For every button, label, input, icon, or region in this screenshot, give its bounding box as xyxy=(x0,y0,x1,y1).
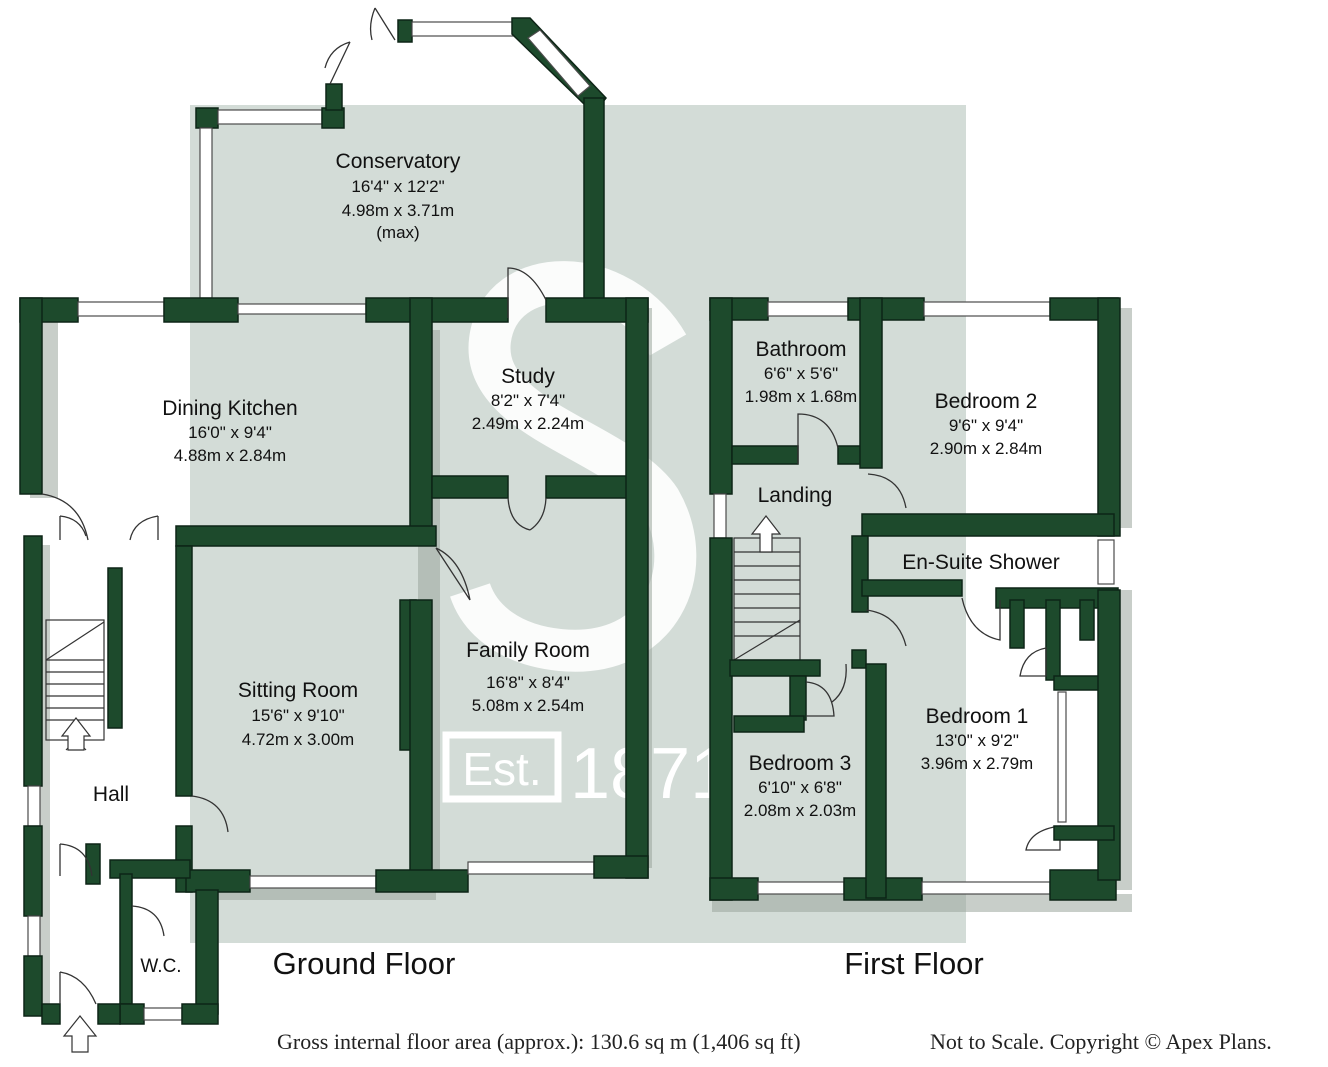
copyright-note: Not to Scale. Copyright © Apex Plans. xyxy=(930,1029,1272,1054)
room-dim-imperial: 8'2" x 7'4" xyxy=(491,391,565,410)
first-floor-label: First Floor xyxy=(844,946,984,981)
room-family-room: Family Room 16'8" x 8'4" 5.08m x 2.54m xyxy=(466,639,590,715)
room-wc: W.C. xyxy=(140,956,181,977)
room-dim-imperial: 9'6" x 9'4" xyxy=(949,416,1023,435)
room-name: Family Room xyxy=(466,639,590,662)
room-dim-imperial: 16'8" x 8'4" xyxy=(486,673,570,692)
room-dim-metric: 5.08m x 2.54m xyxy=(472,696,584,715)
room-dim-imperial: 6'10" x 6'8" xyxy=(758,778,842,797)
room-sitting-room: Sitting Room 15'6" x 9'10" 4.72m x 3.00m xyxy=(238,679,358,749)
room-bedroom-3: Bedroom 3 6'10" x 6'8" 2.08m x 2.03m xyxy=(744,752,856,820)
room-name: Bedroom 3 xyxy=(749,752,852,775)
room-name: Bedroom 1 xyxy=(926,705,1029,728)
room-dim-imperial: 15'6" x 9'10" xyxy=(251,706,344,725)
room-dim-metric: 3.96m x 2.79m xyxy=(921,754,1033,773)
room-dim-imperial: 13'0" x 9'2" xyxy=(935,731,1019,750)
room-hall: Hall xyxy=(93,783,129,806)
room-dim-note: (max) xyxy=(376,223,419,242)
room-name: Landing xyxy=(758,484,833,507)
room-conservatory: Conservatory 16'4" x 12'2" 4.98m x 3.71m… xyxy=(336,150,461,242)
room-dim-metric: 1.98m x 1.68m xyxy=(745,387,857,406)
room-landing: Landing xyxy=(758,484,833,507)
room-name: Bathroom xyxy=(755,338,846,361)
room-dim-metric: 2.08m x 2.03m xyxy=(744,801,856,820)
room-name: Sitting Room xyxy=(238,679,358,702)
watermark-est-box xyxy=(442,731,562,803)
ground-floor: Conservatory 16'4" x 12'2" 4.98m x 3.71m… xyxy=(19,7,652,1053)
watermark: Est. 1871 xyxy=(190,105,966,943)
room-dim-metric: 4.72m x 3.00m xyxy=(242,730,354,749)
room-dim-imperial: 6'6" x 5'6" xyxy=(764,364,838,383)
floor-area-note: Gross internal floor area (approx.): 130… xyxy=(277,1029,801,1054)
room-name: En-Suite Shower xyxy=(902,551,1060,574)
room-dim-imperial: 16'0" x 9'4" xyxy=(188,423,272,442)
ground-floor-label: Ground Floor xyxy=(273,946,456,981)
room-name: W.C. xyxy=(140,956,181,977)
room-name: Conservatory xyxy=(336,150,461,173)
stairs-up-arrow-icon xyxy=(60,717,92,751)
room-name: Study xyxy=(501,365,555,388)
room-name: Bedroom 2 xyxy=(935,390,1038,413)
room-study: Study 8'2" x 7'4" 2.49m x 2.24m xyxy=(472,365,584,433)
room-bedroom-2: Bedroom 2 9'6" x 9'4" 2.90m x 2.84m xyxy=(930,390,1042,458)
room-name: Hall xyxy=(93,783,129,806)
entrance-arrow-icon xyxy=(62,1015,98,1053)
first-floor: Bathroom 6'6" x 5'6" 1.98m x 1.68m Bedro… xyxy=(709,297,1132,912)
room-dim-metric: 2.49m x 2.24m xyxy=(472,414,584,433)
room-name: Dining Kitchen xyxy=(162,397,297,420)
room-ensuite: En-Suite Shower xyxy=(902,551,1060,574)
watermark-est: Est. xyxy=(462,743,541,795)
room-dim-metric: 4.88m x 2.84m xyxy=(174,446,286,465)
room-bedroom-1: Bedroom 1 13'0" x 9'2" 3.96m x 2.79m xyxy=(921,705,1033,773)
stairs-up-arrow-icon xyxy=(750,515,782,553)
room-dim-imperial: 16'4" x 12'2" xyxy=(351,177,444,196)
room-dim-metric: 2.90m x 2.84m xyxy=(930,439,1042,458)
room-bathroom: Bathroom 6'6" x 5'6" 1.98m x 1.68m xyxy=(745,338,857,406)
room-dining-kitchen: Dining Kitchen 16'0" x 9'4" 4.88m x 2.84… xyxy=(162,397,297,465)
room-dim-metric: 4.98m x 3.71m xyxy=(342,201,454,220)
